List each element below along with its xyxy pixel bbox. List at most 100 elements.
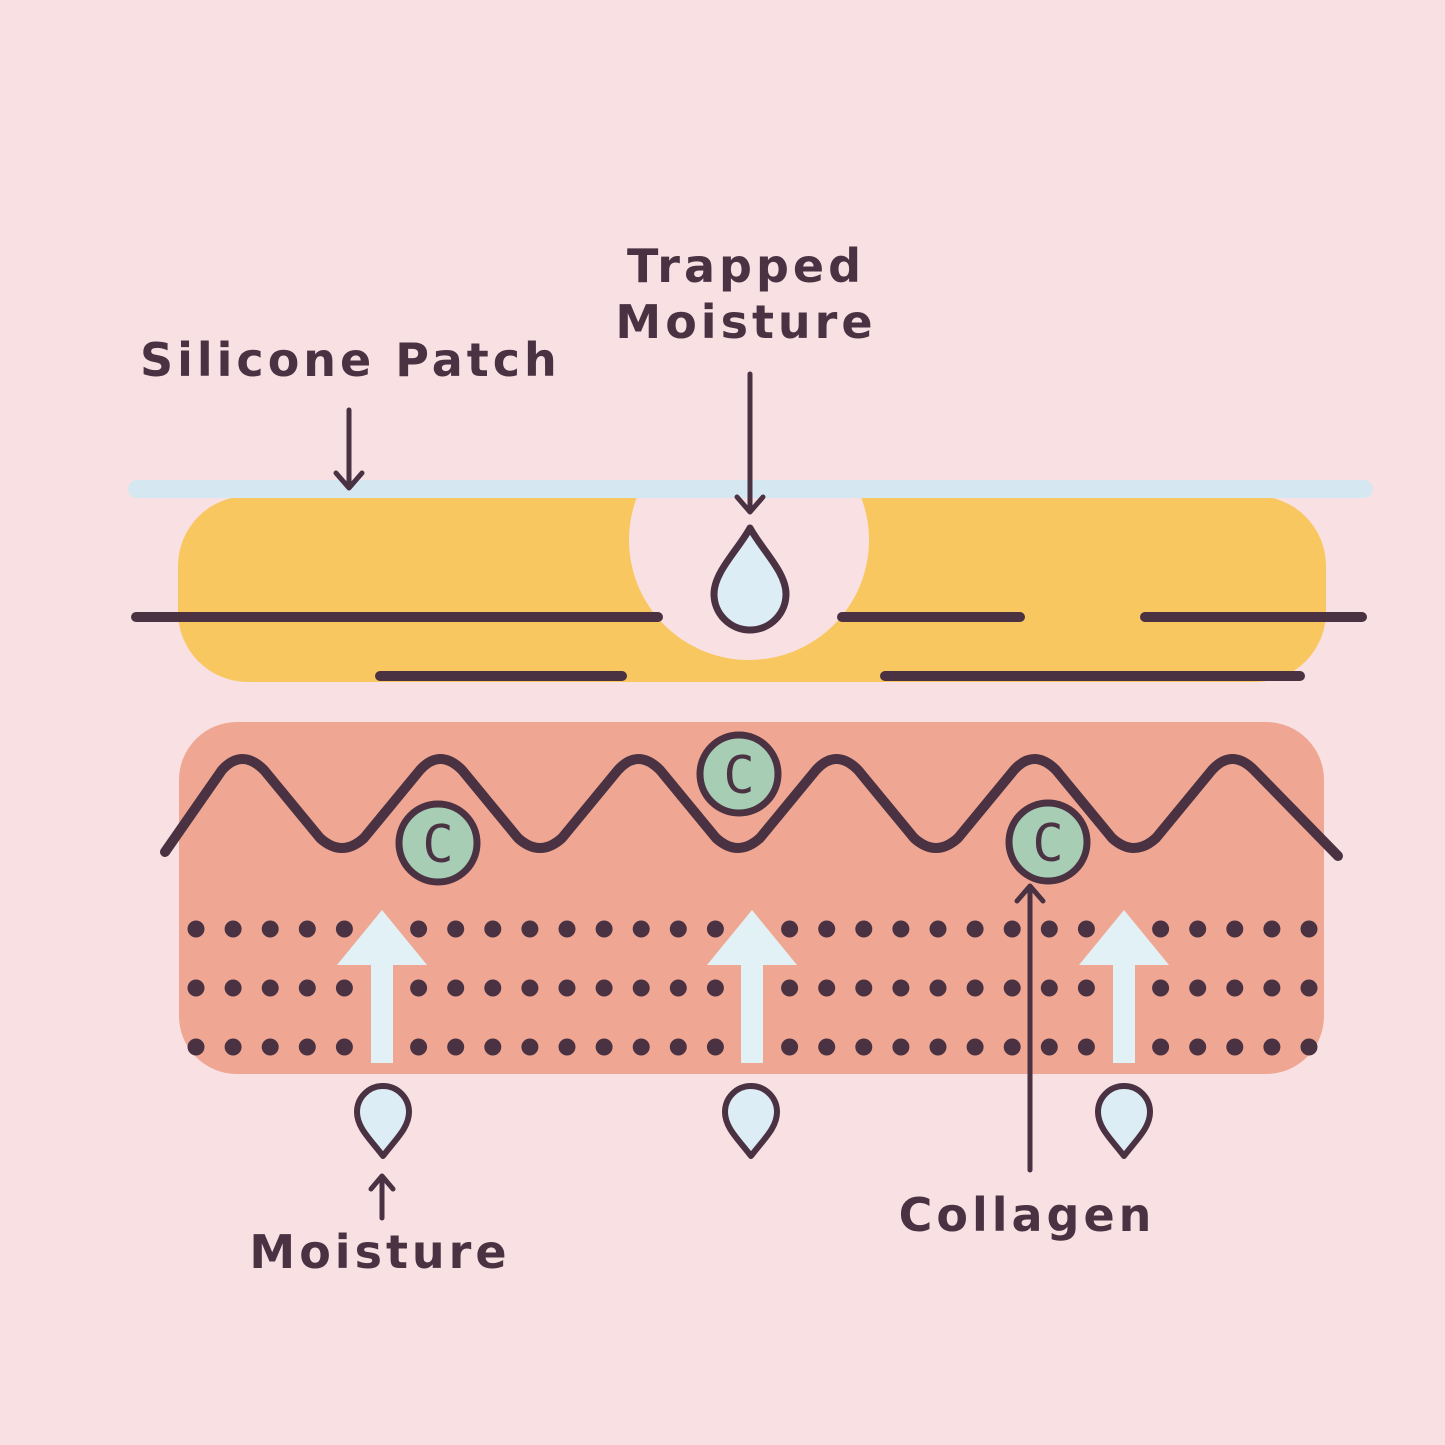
skin-dot xyxy=(1040,979,1058,997)
skin-dot xyxy=(521,979,539,997)
skin-dot xyxy=(187,979,205,997)
skin-dot xyxy=(706,920,724,938)
arrow-icon xyxy=(734,371,766,515)
skin-dot xyxy=(632,979,650,997)
skin-dot xyxy=(1040,920,1058,938)
skin-dot xyxy=(484,1038,502,1056)
moisture-label: Moisture xyxy=(249,1225,510,1279)
skin-dot xyxy=(335,979,353,997)
skin-dot xyxy=(1300,979,1318,997)
skin-dot xyxy=(447,920,465,938)
skin-dot xyxy=(1300,920,1318,938)
skin-dot xyxy=(521,920,539,938)
arrow-icon xyxy=(1014,883,1046,1173)
skin-dot xyxy=(558,920,576,938)
trapped-moisture-label-line1: Trapped xyxy=(627,239,865,293)
trapped-moisture-label-line2: Moisture xyxy=(615,295,876,349)
skin-dot xyxy=(447,979,465,997)
skin-dot xyxy=(521,1038,539,1056)
skin-dot xyxy=(632,920,650,938)
skin-dot xyxy=(1152,1038,1170,1056)
skin-dot xyxy=(298,979,316,997)
silicone-patch-label: Silicone Patch xyxy=(140,333,561,387)
skin-dot xyxy=(966,1038,984,1056)
skin-dot xyxy=(595,979,613,997)
skin-dot xyxy=(298,1038,316,1056)
skin-dot xyxy=(410,920,428,938)
skin-dot xyxy=(1077,979,1095,997)
skin-dot xyxy=(966,920,984,938)
water-drop-icon xyxy=(722,1083,780,1159)
skin-dot xyxy=(1263,1038,1281,1056)
skin-dot xyxy=(1152,979,1170,997)
skin-dot xyxy=(929,920,947,938)
skin-dot xyxy=(855,979,873,997)
skin-dot xyxy=(929,1038,947,1056)
skin-dot xyxy=(1189,920,1207,938)
skin-dot xyxy=(892,979,910,997)
skin-dot xyxy=(892,1038,910,1056)
collagen-c-icon: C xyxy=(1005,799,1091,885)
skin-dot xyxy=(335,1038,353,1056)
skin-dot xyxy=(1003,1038,1021,1056)
skin-dot xyxy=(1226,979,1244,997)
skin-surface-wave xyxy=(160,754,1343,861)
skin-dot xyxy=(1263,920,1281,938)
skin-dot xyxy=(855,920,873,938)
collagen-label: Collagen xyxy=(899,1188,1156,1242)
svg-text:C: C xyxy=(1032,814,1063,874)
skin-dot xyxy=(224,1038,242,1056)
skin-dot xyxy=(1077,1038,1095,1056)
skin-layer: C C C xyxy=(160,722,1343,1074)
skin-dot xyxy=(1189,979,1207,997)
skin-dot xyxy=(706,1038,724,1056)
skin-dot xyxy=(410,1038,428,1056)
skin-dot xyxy=(781,920,799,938)
svg-text:C: C xyxy=(723,746,754,806)
arrow-icon xyxy=(337,910,427,1063)
skin-dot xyxy=(1003,979,1021,997)
skin-dot xyxy=(595,920,613,938)
arrow-icon xyxy=(1079,910,1169,1063)
skin-dot xyxy=(781,1038,799,1056)
water-drop-icon xyxy=(1095,1083,1153,1159)
arrow-icon xyxy=(368,1173,396,1221)
collagen-c-icon: C xyxy=(696,731,782,817)
skin-dot xyxy=(929,979,947,997)
skin-dot xyxy=(632,1038,650,1056)
skin-dot xyxy=(1226,1038,1244,1056)
skin-dot xyxy=(558,979,576,997)
collagen-c-icon: C xyxy=(395,800,481,886)
skin-dot xyxy=(261,1038,279,1056)
skin-dot xyxy=(410,979,428,997)
skin-dot xyxy=(892,920,910,938)
skin-dot xyxy=(298,920,316,938)
water-drop-icon xyxy=(354,1083,412,1159)
skin-dot xyxy=(1263,979,1281,997)
svg-text:C: C xyxy=(422,815,453,875)
arrow-icon xyxy=(333,407,365,491)
skin-dot xyxy=(1003,920,1021,938)
skin-dot xyxy=(484,920,502,938)
skin-dot xyxy=(818,920,836,938)
arrow-icon xyxy=(707,910,797,1063)
skin-dot xyxy=(1226,920,1244,938)
skin-dot xyxy=(595,1038,613,1056)
skin-dot xyxy=(669,920,687,938)
skin-dot-rows xyxy=(187,920,1318,1056)
skin-dot xyxy=(706,979,724,997)
skin-dot xyxy=(261,920,279,938)
skin-dot xyxy=(447,1038,465,1056)
skin-dot xyxy=(1152,920,1170,938)
skin-dot xyxy=(335,920,353,938)
skin-dot xyxy=(669,1038,687,1056)
skin-dot xyxy=(187,920,205,938)
skin-dot xyxy=(224,920,242,938)
skin-dot xyxy=(187,1038,205,1056)
skin-dot xyxy=(818,1038,836,1056)
water-drop-icon xyxy=(710,524,790,634)
skin-dot xyxy=(558,1038,576,1056)
skin-dot xyxy=(781,979,799,997)
